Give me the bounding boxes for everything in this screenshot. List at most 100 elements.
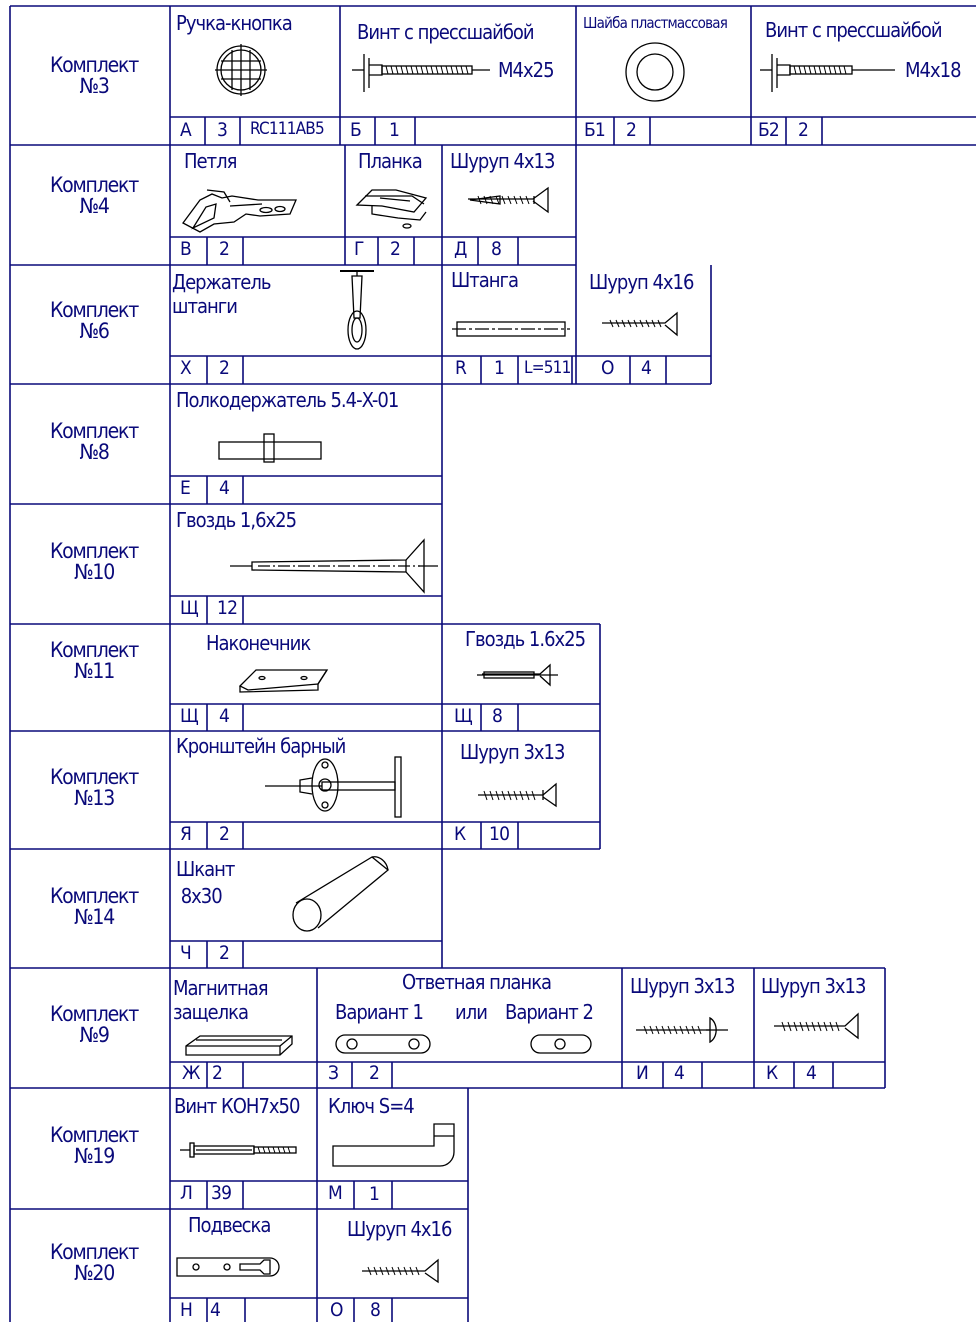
part-name: Винт с прессшайбой	[357, 20, 535, 44]
part-letter: Щ	[454, 705, 473, 727]
knob-icon	[215, 44, 267, 96]
part-qty: 4	[641, 357, 652, 379]
part-qty: 4	[674, 1062, 685, 1084]
part-letter: Ж	[182, 1062, 200, 1084]
part-letter: М	[328, 1182, 343, 1204]
part-letter: Б1	[584, 119, 606, 141]
part-qty: 1	[494, 357, 505, 379]
part-letter: Е	[180, 477, 191, 499]
part-qty: 2	[369, 1062, 380, 1084]
part-letter: В	[180, 238, 192, 260]
part-letter: Б2	[758, 119, 780, 141]
part-name: Шуруп 3x13	[761, 974, 866, 998]
part-qty: 2	[798, 119, 809, 141]
part-letter: Щ	[180, 597, 199, 619]
plate-icon	[355, 189, 428, 229]
part-letter: И	[636, 1062, 649, 1084]
part-letter: Х	[180, 357, 192, 379]
part-qty: 2	[390, 238, 401, 260]
part-name: Петля	[184, 149, 237, 173]
wood-screw-icon	[774, 1012, 859, 1040]
part-letter: О	[330, 1299, 343, 1321]
part-qty: 2	[219, 823, 230, 845]
nail-icon	[477, 663, 558, 687]
part-letter: К	[766, 1062, 778, 1084]
part-size: M4x18	[905, 58, 962, 82]
hinge-icon	[182, 189, 297, 233]
part-qty: 8	[492, 705, 503, 727]
part-name: Шуруп 4x16	[589, 270, 694, 294]
part-qty: 4	[219, 477, 230, 499]
part-qty: 1	[369, 1183, 380, 1205]
part-letter: Н	[180, 1299, 193, 1321]
part-name: Шкант 8x30	[176, 857, 235, 908]
part-qty: 2	[219, 942, 230, 964]
part-name: Кронштейн барный	[176, 734, 346, 758]
part-letter: Я	[180, 823, 192, 845]
screw-washer-icon	[760, 54, 895, 92]
part-name: Подвеска	[188, 1213, 271, 1237]
counter-plate-icon	[530, 1034, 592, 1054]
part-name: Шуруп 3x13	[460, 740, 565, 764]
part-qty: 4	[219, 705, 230, 727]
part-letter: О	[601, 357, 614, 379]
hex-key-icon	[332, 1123, 455, 1167]
part-name: Планка	[358, 149, 423, 173]
part-code: RC111AB5	[250, 119, 325, 139]
part-qty: 2	[219, 238, 230, 260]
part-letter: Щ	[180, 705, 199, 727]
part-name: Ключ S=4	[328, 1094, 415, 1118]
part-qty: 10	[489, 823, 510, 845]
part-qty: 8	[370, 1299, 381, 1321]
bar-bracket-icon	[265, 756, 402, 818]
part-name: Гвоздь 1,6x25	[176, 508, 297, 532]
part-letter: З	[328, 1062, 339, 1084]
part-letter: Б	[350, 119, 362, 141]
wood-screw-icon	[478, 782, 557, 808]
rod-holder-icon	[340, 270, 374, 350]
part-qty: 3	[217, 119, 228, 141]
wood-screw-icon	[362, 1258, 439, 1284]
part-length: L=511	[524, 358, 571, 378]
part-letter: Л	[180, 1182, 193, 1204]
part-letter: А	[180, 119, 192, 141]
screw-washer-icon	[352, 54, 490, 92]
or-label: или	[455, 1000, 488, 1024]
variant-1-label: Вариант 1	[335, 1000, 424, 1024]
washer-icon	[625, 42, 685, 102]
part-qty: 4	[210, 1299, 221, 1321]
part-letter: К	[454, 823, 466, 845]
wood-screw-icon	[602, 311, 678, 337]
nail-icon	[230, 538, 438, 594]
part-name: Шайба пластмассовая	[583, 14, 728, 32]
part-name: Шуруп 4x16	[347, 1217, 452, 1241]
counter-plate-icon	[335, 1034, 431, 1054]
variant-2-label: Вариант 2	[505, 1000, 594, 1024]
part-qty: 1	[389, 119, 400, 141]
dowel-icon	[292, 856, 390, 932]
part-name: Винт с прессшайбой	[765, 18, 943, 42]
part-qty: 8	[491, 238, 502, 260]
wood-screw-icon	[468, 186, 549, 214]
part-name: Гвоздь 1.6x25	[465, 627, 586, 651]
part-name: Винт КОН7x50	[174, 1094, 300, 1118]
part-qty: 2	[219, 357, 230, 379]
part-letter: Г	[354, 238, 364, 260]
round-head-screw-icon	[636, 1016, 728, 1044]
part-size: M4x25	[498, 58, 555, 82]
part-name: Полкодержатель 5.4-X-01	[176, 388, 399, 412]
part-name: Ручка-кнопка	[176, 11, 293, 35]
part-name: Шуруп 3x13	[630, 974, 735, 998]
